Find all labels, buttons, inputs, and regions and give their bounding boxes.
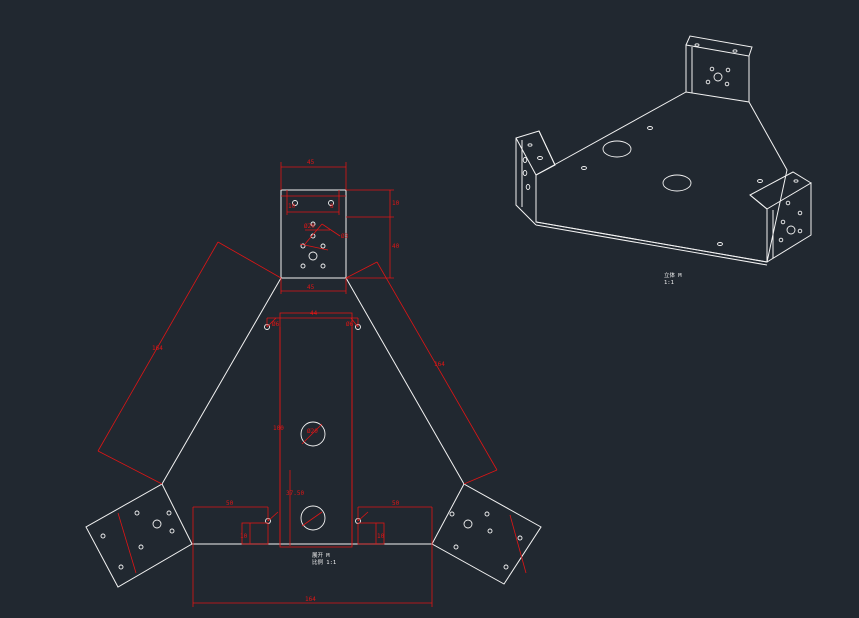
dim-corner-hole-right: Ø6 <box>346 321 354 328</box>
dim-tab-height: 40 <box>392 243 400 250</box>
dim-center-height: 100 <box>273 425 284 432</box>
flat-view-label-1: 展开 M <box>312 552 330 559</box>
dim-small-offset-1: 10 <box>288 203 296 210</box>
dim-pcd-label: Ø20 <box>304 223 315 230</box>
dim-hole-label: Ø3 <box>341 233 349 240</box>
dim-bottom-left-small: 10 <box>240 533 248 540</box>
dim-left-edge-length: 164 <box>152 345 163 352</box>
dim-lower-height: 37.50 <box>286 490 304 497</box>
dim-bottom-left-width: 50 <box>226 500 234 507</box>
iso-view-label-1: 立体 M <box>664 271 682 279</box>
dim-tab-width-top: 45 <box>307 159 315 166</box>
flat-pattern-view: 45 45 10 40 10 8 Ø20 Ø3 164 164 44 Ø20 1… <box>85 159 542 607</box>
isometric-view: 立体 M 1:1 <box>515 35 812 286</box>
dim-tab-width-bottom: 45 <box>307 284 315 291</box>
dim-slot-hole-label: Ø20 <box>307 428 318 435</box>
dim-bottom-right-small: 10 <box>377 533 385 540</box>
left-flange-holes <box>100 510 175 570</box>
top-tab-holes <box>292 200 334 269</box>
right-flange-holes <box>449 511 523 570</box>
dim-small-offset-2: 8 <box>330 203 334 210</box>
dim-corner-hole-left: Ø6 <box>272 321 280 328</box>
iso-outline <box>515 35 812 266</box>
flat-view-label-2: 比例 1:1 <box>312 558 336 566</box>
flat-dimension-lines <box>97 162 527 607</box>
dim-right-edge-length: 164 <box>434 361 445 368</box>
flat-outline <box>85 189 542 588</box>
dim-tab-top-offset: 10 <box>392 200 400 207</box>
flat-dimension-texts: 45 45 10 40 10 8 Ø20 Ø3 164 164 44 Ø20 1… <box>152 159 445 603</box>
dim-bottom-right-width: 50 <box>392 500 400 507</box>
iso-view-label-2: 1:1 <box>664 280 674 286</box>
dim-center-width: 44 <box>310 310 318 317</box>
dim-bottom-total: 164 <box>305 596 316 603</box>
iso-holes <box>522 43 803 246</box>
